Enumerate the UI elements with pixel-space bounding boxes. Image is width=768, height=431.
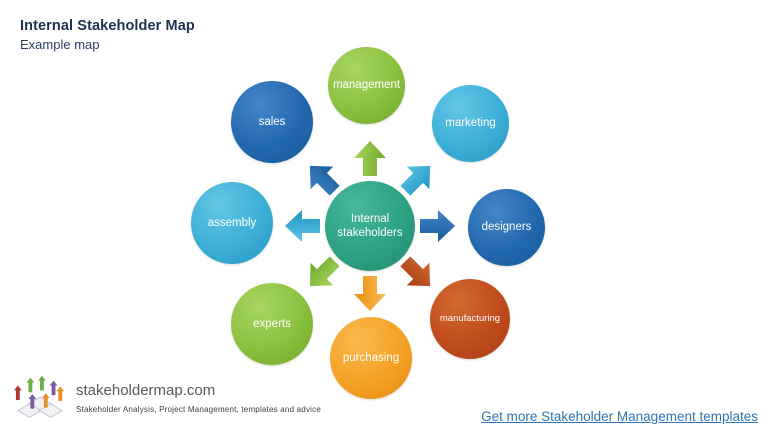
- node-assembly: assembly: [191, 182, 273, 264]
- header: Internal Stakeholder Map Example map: [20, 18, 195, 52]
- node-experts: experts: [231, 283, 313, 365]
- stakeholdermap-logo[interactable]: stakeholdermap.com Stakeholder Analysis,…: [14, 374, 321, 424]
- arrow-down-to-purchasing: [354, 276, 386, 311]
- arrow-up-to-management: [354, 141, 386, 176]
- get-more-templates-link[interactable]: Get more Stakeholder Management template…: [481, 409, 758, 424]
- page-subtitle: Example map: [20, 37, 100, 52]
- arrow-right-to-designers: [420, 210, 455, 242]
- logo-text: stakeholdermap.com: [76, 382, 216, 399]
- page-title: Internal Stakeholder Map: [20, 18, 195, 34]
- node-sales: sales: [231, 81, 313, 163]
- logo-text-block: stakeholdermap.com Stakeholder Analysis,…: [76, 374, 321, 414]
- logo-tagline: Stakeholder Analysis, Project Management…: [76, 405, 321, 414]
- node-marketing: marketing: [432, 85, 509, 162]
- node-designers: designers: [468, 189, 545, 266]
- node-management: management: [328, 47, 405, 124]
- node-internal-stakeholders: Internal stakeholders: [325, 181, 415, 271]
- node-manufacturing: manufacturing: [430, 279, 510, 359]
- people-network-icon: [14, 375, 65, 418]
- node-purchasing: purchasing: [330, 317, 412, 399]
- arrow-left-to-assembly: [285, 210, 320, 242]
